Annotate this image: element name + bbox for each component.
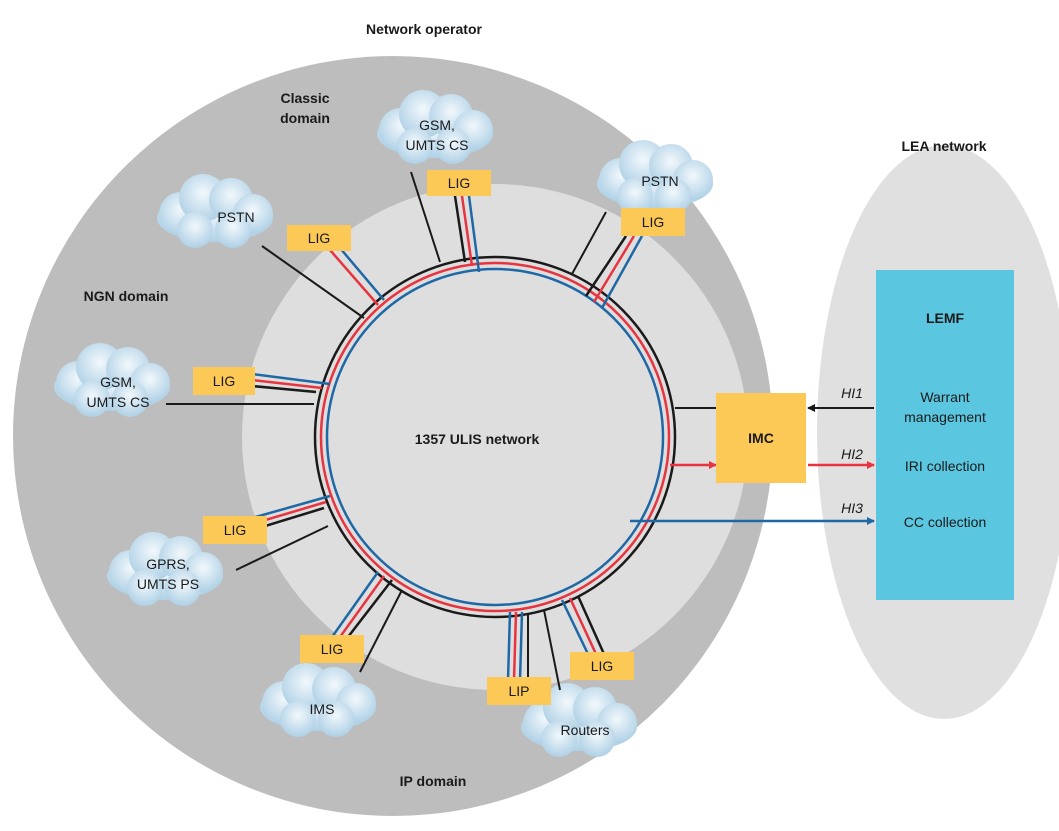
connector-gprs-black — [235, 525, 329, 571]
connector-lip — [506, 611, 524, 681]
connector-lig-gsm-left — [251, 372, 331, 394]
cloud-pstn-right-label: PSTN — [641, 173, 678, 189]
lip-label: LIP — [508, 683, 529, 699]
lig-ims-label: LIG — [321, 641, 344, 657]
connector-lig-ims — [330, 571, 393, 638]
lemf-box — [876, 270, 1014, 600]
cloud-gsm-left-label-line1: GSM, — [100, 374, 136, 390]
lig-pstn-left-label: LIG — [308, 230, 331, 246]
lig-routers-label: LIG — [591, 658, 614, 674]
ulis-ring-blue — [325, 267, 665, 607]
lig-box-top — [427, 170, 491, 196]
connector-lig-pstn-left — [329, 247, 385, 306]
imc-box — [716, 393, 806, 483]
ulis-ring-black — [313, 255, 677, 619]
classic-domain-label-line2: domain — [280, 110, 330, 126]
ulis-ring-red — [319, 261, 671, 613]
connector-gsm-top-black — [410, 171, 441, 263]
lig-gsm-left-label: LIG — [213, 373, 236, 389]
cloud-routers-label: Routers — [560, 722, 609, 738]
cloud-gprs-label-line1: GPRS, — [146, 556, 190, 572]
lemf-iri-collection: IRI collection — [905, 458, 985, 474]
connector-pstn-right-black — [571, 211, 607, 275]
lemf-title: LEMF — [926, 310, 965, 326]
imc-label: IMC — [748, 430, 774, 446]
connector-lig-pstn-right — [584, 235, 644, 309]
connector-lig-top — [453, 195, 481, 273]
hi1-label: HI1 — [841, 385, 863, 401]
lig-top-label: LIG — [448, 175, 471, 191]
lemf-warrant-line2: management — [904, 409, 986, 425]
cloud-gsm-left-label-line2: UMTS CS — [87, 394, 150, 410]
network-operator-label: Network operator — [366, 21, 482, 37]
lig-box-pstn-right — [621, 208, 685, 236]
lig-box-pstn-left — [287, 225, 351, 251]
lemf-cc-collection: CC collection — [904, 514, 986, 530]
ulis-network-label: 1357 ULIS network — [415, 431, 540, 447]
connector-lig-routers — [560, 595, 606, 655]
cloud-ims-label: IMS — [310, 701, 335, 717]
connector-ims-black — [359, 589, 403, 673]
ngn-domain-label: NGN domain — [84, 288, 169, 304]
lemf-warrant-line1: Warrant — [920, 389, 969, 405]
cloud-pstn-left-label: PSTN — [217, 209, 254, 225]
lig-box-ims — [300, 635, 364, 663]
ip-domain-label: IP domain — [400, 773, 467, 789]
classic-domain-label-line1: Classic — [280, 90, 329, 106]
lea-network-label: LEA network — [901, 138, 986, 154]
cloud-gsm-top-label-line1: GSM, — [419, 117, 455, 133]
cloud-gsm-top-label-line2: UMTS CS — [406, 137, 469, 153]
hi2-label: HI2 — [841, 446, 863, 462]
cloud-gprs-label-line2: UMTS PS — [137, 576, 199, 592]
connector-pstn-left-black — [261, 245, 365, 319]
lip-box — [487, 677, 551, 705]
lig-box-gsm-left — [193, 367, 255, 395]
connector-routers-black — [543, 609, 561, 691]
hi3-label: HI3 — [841, 500, 863, 516]
lig-box-gprs — [203, 516, 267, 544]
lig-gprs-label: LIG — [224, 522, 247, 538]
lig-pstn-right-label: LIG — [642, 214, 665, 230]
lig-box-routers — [570, 652, 634, 680]
